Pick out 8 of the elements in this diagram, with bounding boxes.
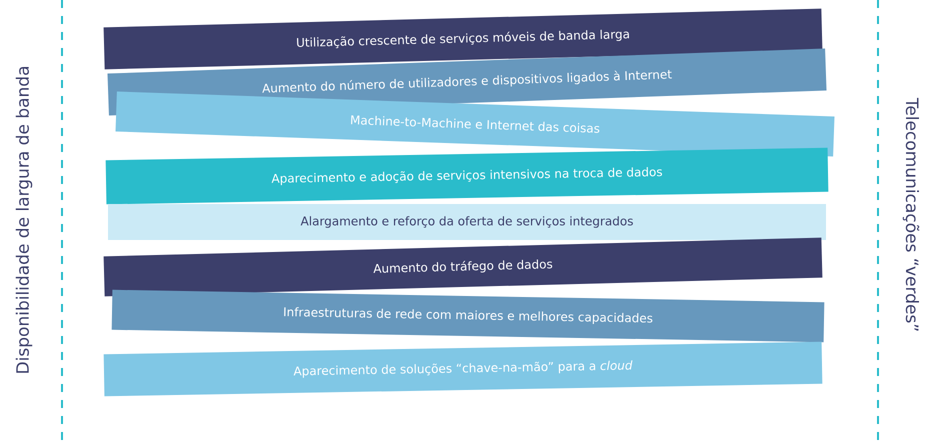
band: Alargamento e reforço da oferta de serviços integrados — [108, 204, 826, 240]
band: Aparecimento de soluções “chave-na-mão” para a cloud — [104, 342, 822, 396]
band: Utilização crescente de serviços móveis de banda larga — [104, 8, 822, 70]
side-label: Disponibilidade de largura de banda — [16, 67, 32, 373]
band: Aparecimento e adoção de serviços intensivos na troca de dados — [106, 148, 828, 204]
side-label: Telecomunicações “verdes” — [902, 98, 920, 331]
band: Aumento do tráfego de dados — [104, 238, 822, 296]
band: Infraestruturas de rede com maiores e melhores capacidades — [112, 290, 824, 342]
